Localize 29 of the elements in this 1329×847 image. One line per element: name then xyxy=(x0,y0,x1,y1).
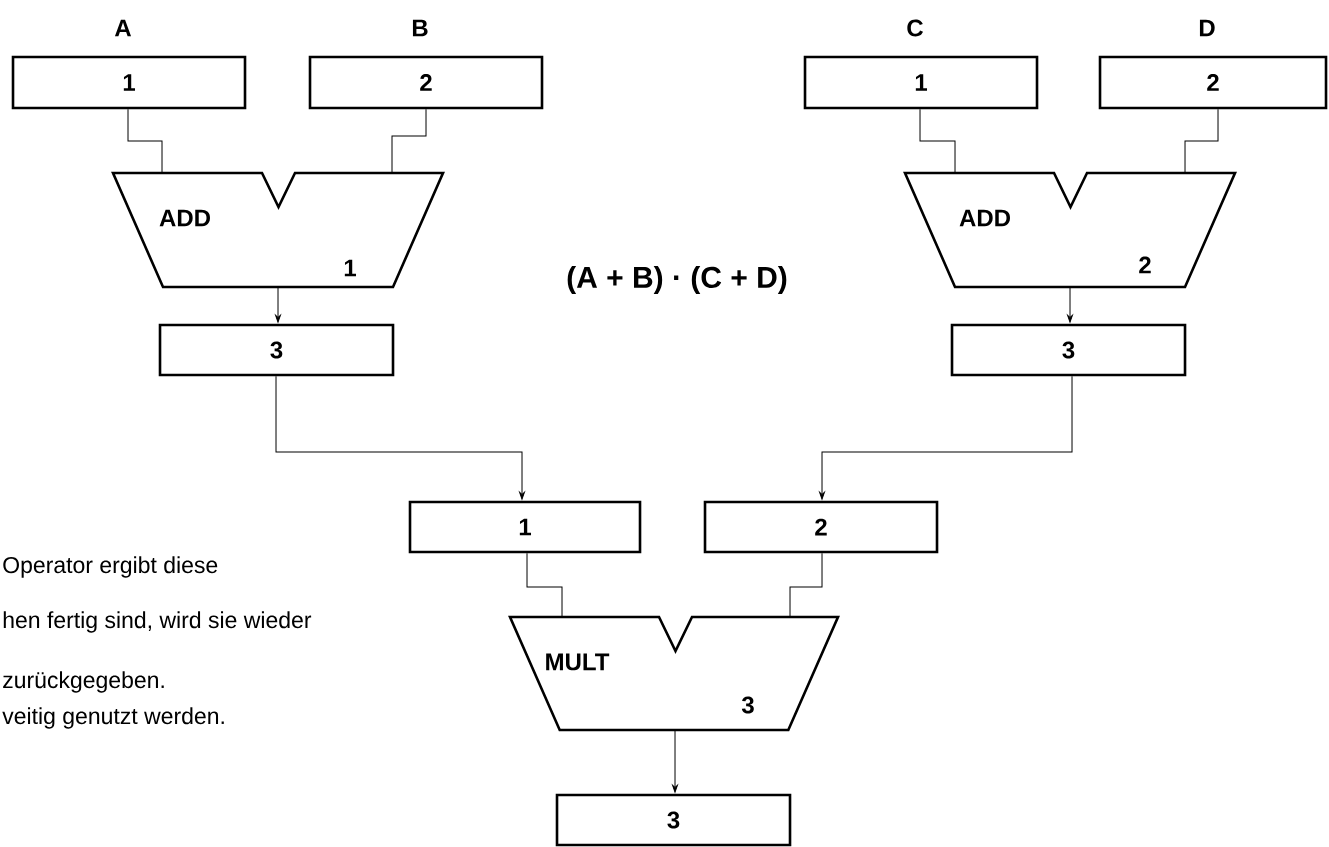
register-box: 1 A xyxy=(11,19,247,110)
register-box: 3 xyxy=(555,793,792,847)
formula-text: (A + B) · (C + D) xyxy=(567,266,787,294)
register-box: 3 xyxy=(950,323,1187,377)
arrow xyxy=(1067,286,1073,323)
note-text: zurückgegeben. xyxy=(3,671,164,693)
arrow xyxy=(672,729,678,793)
note-text: Operator ergibt diese xyxy=(3,556,218,578)
register-box: 3 xyxy=(158,323,395,377)
register-box: 2 D xyxy=(1098,19,1328,110)
connector-line xyxy=(391,108,427,174)
node-label: C xyxy=(907,19,924,37)
register-box: 2 xyxy=(703,500,939,554)
note-text: veitig genutzt werden. xyxy=(2,707,224,729)
note-text: hen fertig sind, wird sie wieder xyxy=(3,611,312,633)
node-label: B xyxy=(412,19,428,37)
node-label: D xyxy=(1199,19,1215,37)
register-box: 1 C xyxy=(803,19,1039,110)
connector-line xyxy=(919,108,956,174)
connector-line xyxy=(127,108,163,174)
connector-line xyxy=(1184,108,1219,174)
arrow xyxy=(275,286,281,323)
register-box: 1 xyxy=(408,500,642,554)
register-box: 2 B xyxy=(308,19,544,110)
arrow xyxy=(275,375,525,500)
connector-line xyxy=(789,552,823,618)
arrow xyxy=(819,375,1073,500)
connector-line xyxy=(526,552,563,618)
node-label: A xyxy=(114,19,132,37)
